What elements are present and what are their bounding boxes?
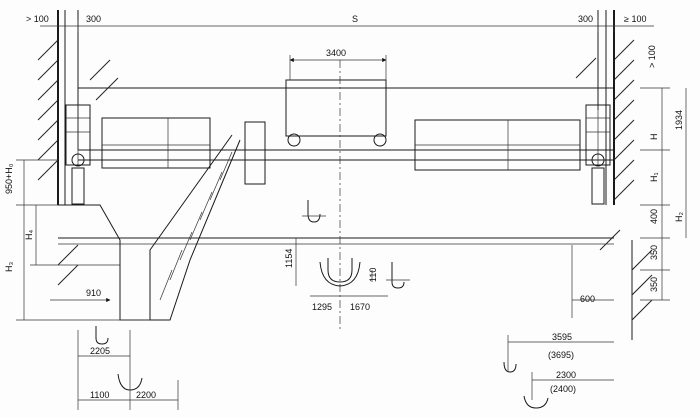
trolley-wheelbase: 3400	[326, 48, 346, 58]
hook-offset-110: 110	[368, 268, 378, 282]
right-building-wall	[575, 10, 653, 340]
right-hook-offset: 1670	[350, 302, 370, 312]
top-right-clearance: ≥ 100	[624, 14, 646, 24]
right-2300: 2300	[556, 370, 576, 380]
left-2200: 2200	[136, 390, 156, 400]
left-h3: H₃	[4, 262, 14, 272]
left-h4: H₄	[24, 230, 34, 240]
left-hook-offset: 1295	[312, 302, 332, 312]
aux-hook-right	[386, 262, 410, 289]
crane-bridge	[58, 87, 614, 245]
right-350-lower: 350	[649, 277, 659, 292]
main-hook	[319, 258, 361, 287]
trolley	[285, 60, 387, 330]
left-building-wall	[37, 10, 119, 205]
left-950-h0: 950+H₀	[4, 163, 14, 194]
hook-drop: 1154	[284, 249, 294, 268]
right-350-upper: 350	[649, 245, 659, 260]
dimension-lines	[16, 20, 687, 410]
aux-hook-upper	[302, 200, 326, 223]
right-H: H	[649, 134, 659, 141]
left-2205: 2205	[90, 346, 110, 356]
right-600: 600	[580, 294, 595, 304]
right-3695: (3695)	[548, 350, 574, 360]
top-right-offset: 300	[578, 14, 593, 24]
left-910: 910	[86, 288, 101, 298]
right-3595: 3595	[552, 332, 572, 342]
right-H1: H₁	[649, 172, 659, 182]
right-height-1934: 1934	[674, 110, 684, 130]
top-left-clearance: > 100	[26, 14, 49, 24]
top-left-offset: 300	[86, 14, 101, 24]
left-1100: 1100	[90, 390, 109, 400]
right-top-clearance: > 100	[647, 45, 657, 68]
aux-hook-left-bottom	[95, 326, 143, 391]
right-H2: H₂	[674, 212, 684, 222]
aux-hook-right-bottom	[503, 361, 549, 409]
right-2400: (2400)	[550, 384, 576, 394]
right-400: 400	[649, 209, 659, 224]
span-label: S	[352, 14, 358, 24]
